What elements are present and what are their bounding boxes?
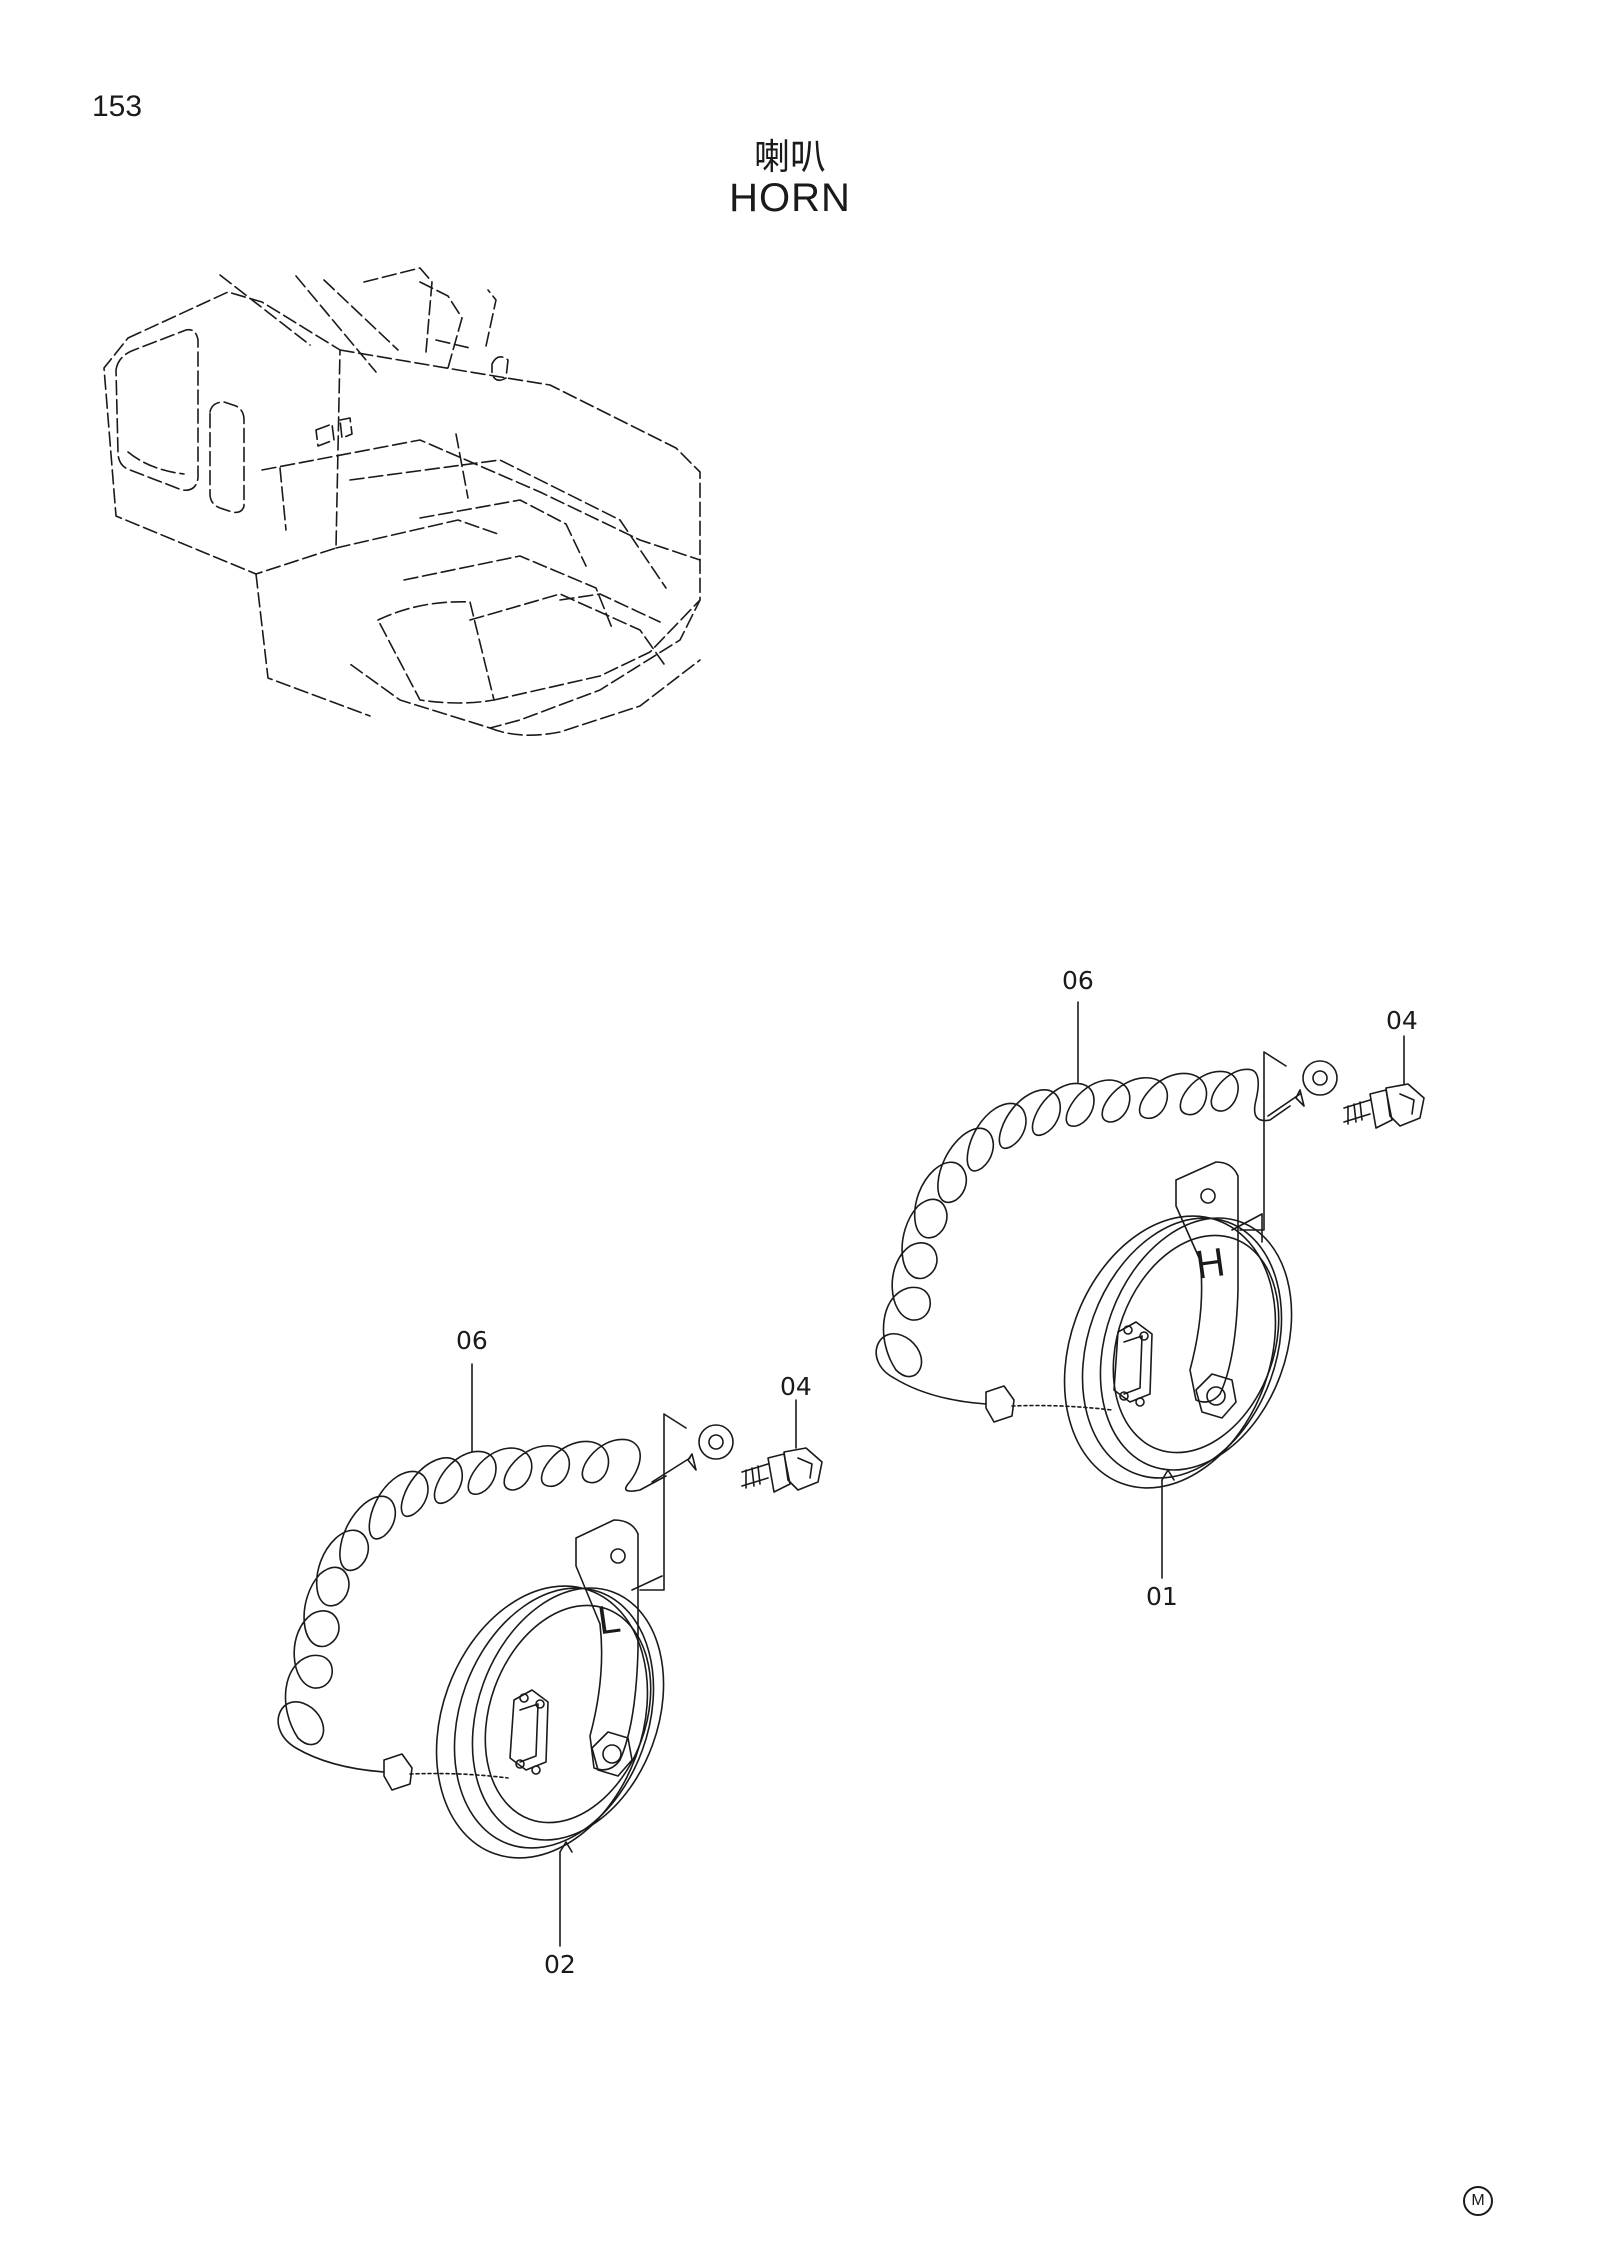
page-number: 153 [92, 90, 143, 123]
excavator-overview-illustration [104, 268, 700, 735]
horn-high-letter: H [1193, 1240, 1228, 1288]
callout-horn-low-part: 02 [544, 1950, 576, 1979]
footer-mark: M [1463, 2186, 1493, 2216]
horn-high-body [1028, 1186, 1312, 1518]
callout-horn-high-bolt: 04 [1386, 1006, 1418, 1035]
callout-horn-high-part: 01 [1146, 1582, 1178, 1611]
callout-horn-low-bolt: 04 [780, 1372, 812, 1401]
horn-low-coil-wire [278, 1439, 666, 1772]
horn-low-body [400, 1556, 684, 1888]
horn-high-coil-wire [876, 1069, 1290, 1404]
callout-horn-high-hose: 06 [1062, 966, 1094, 995]
horn-low-assembly [278, 1364, 822, 1946]
horn-high-bolt [1344, 1100, 1370, 1124]
page-title-chinese: 喇叭 [753, 137, 826, 178]
horn-low-bolt [742, 1464, 768, 1488]
horn-high-assembly [876, 1002, 1424, 1578]
callout-horn-low-hose: 06 [456, 1326, 488, 1355]
horn-high-bracket [1176, 1162, 1238, 1402]
horn-low-bracket [576, 1520, 638, 1770]
page-title: HORN [729, 176, 851, 220]
